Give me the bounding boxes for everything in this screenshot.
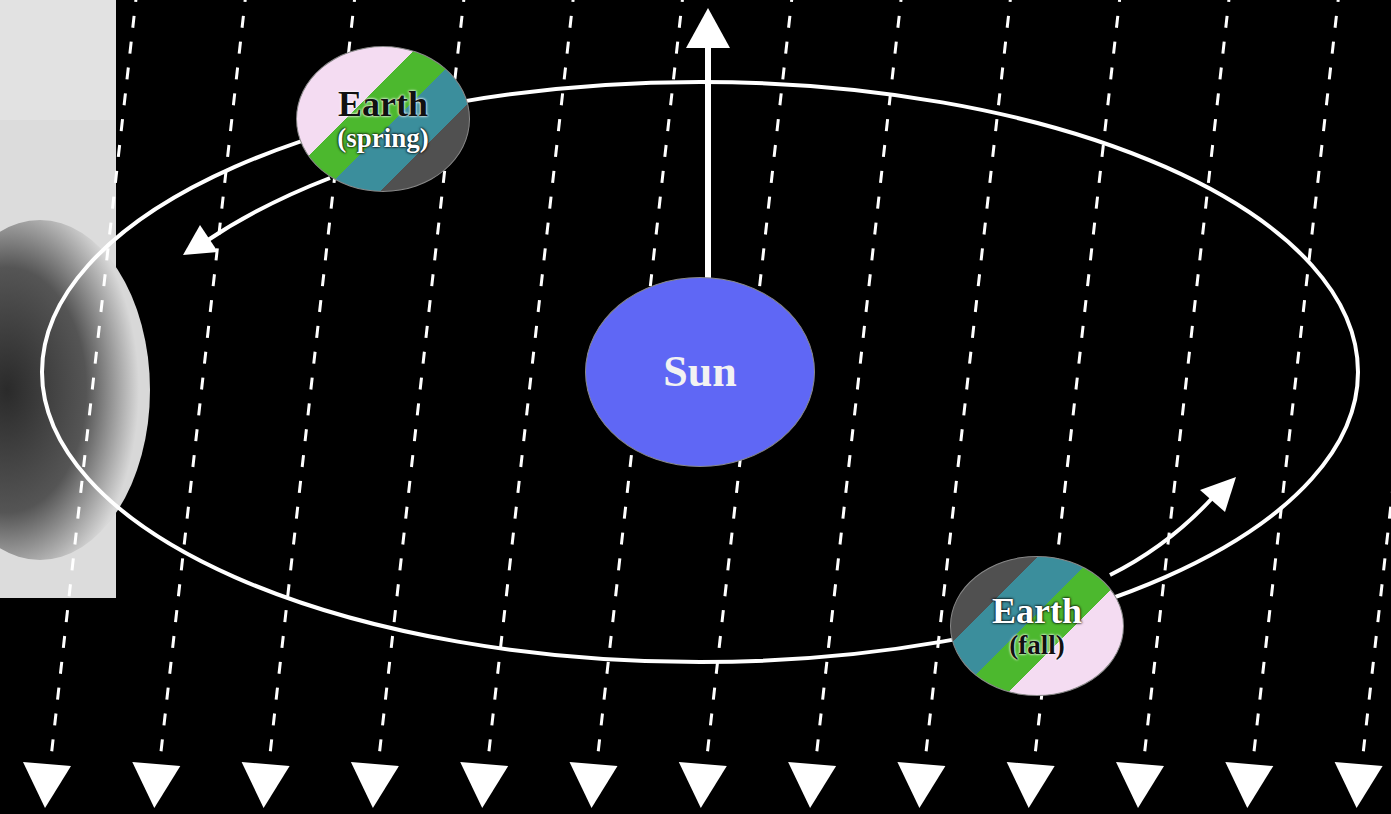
orbit-arrow bbox=[1110, 495, 1215, 575]
sun-ellipse: Sun bbox=[585, 277, 815, 467]
arrow-head bbox=[460, 762, 508, 808]
arrow-head bbox=[788, 762, 836, 808]
arrow-head bbox=[1200, 477, 1236, 512]
arrow-head bbox=[570, 762, 618, 808]
earth-circle: Earth(fall) bbox=[950, 556, 1124, 696]
arrow-head bbox=[242, 762, 290, 808]
ray-line bbox=[816, 0, 902, 758]
node-label: Earth bbox=[992, 593, 1082, 631]
arrow-head bbox=[23, 762, 71, 808]
arrow-head bbox=[897, 762, 945, 808]
light-rays bbox=[23, 0, 1391, 808]
ray-line bbox=[51, 0, 137, 758]
ray-line bbox=[1144, 0, 1230, 758]
arrow-head bbox=[1116, 762, 1164, 808]
arrow-head bbox=[183, 225, 218, 255]
orbit-ellipse bbox=[42, 82, 1358, 662]
orbit-arrow bbox=[205, 178, 330, 242]
node-label: (fall) bbox=[1009, 631, 1064, 659]
ray-line bbox=[488, 0, 574, 758]
arrow-head bbox=[351, 762, 399, 808]
arrow-head bbox=[686, 8, 730, 48]
arrow-head bbox=[1225, 762, 1273, 808]
node-label: Earth bbox=[338, 86, 428, 124]
node-label: (spring) bbox=[337, 124, 429, 152]
arrow-head bbox=[132, 762, 180, 808]
arrow-head bbox=[679, 762, 727, 808]
ray-line bbox=[160, 0, 246, 758]
arrow-head bbox=[1007, 762, 1055, 808]
earth-circle: Earth(spring) bbox=[296, 46, 470, 192]
arrow-head bbox=[1335, 762, 1383, 808]
sun-motion-arrow bbox=[705, 46, 711, 278]
ray-line bbox=[1253, 0, 1339, 758]
photo-fragment bbox=[0, 0, 150, 598]
node-label: Sun bbox=[663, 349, 736, 395]
ray-line bbox=[1363, 0, 1391, 758]
